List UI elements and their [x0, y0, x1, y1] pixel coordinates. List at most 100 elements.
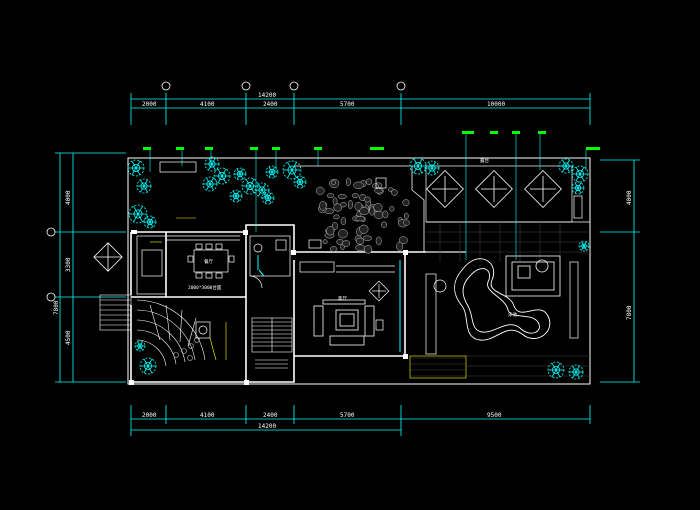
garden-pebble	[332, 197, 338, 206]
tree-branch	[239, 168, 244, 175]
garden-pebble	[331, 180, 336, 185]
left-dim-seg-1: 4000	[65, 190, 72, 205]
garden-pebble	[333, 214, 340, 220]
tree-branch	[562, 159, 567, 167]
tree-branch	[572, 365, 577, 373]
tree-branch	[287, 169, 293, 178]
tree-branch	[236, 168, 241, 175]
tree-branch	[147, 365, 153, 374]
tree-branch	[261, 183, 266, 191]
tree-branch	[291, 169, 297, 178]
tree-branch	[551, 369, 557, 378]
garden-pebble	[355, 244, 366, 251]
tree-branch	[555, 369, 561, 378]
tree-branch	[143, 358, 149, 367]
annotation-leaders	[149, 134, 587, 260]
bottom-total-dim: 14200	[258, 423, 276, 430]
tree-branch	[291, 162, 297, 171]
tree-branch	[221, 175, 227, 184]
garden-pebble	[345, 177, 351, 187]
garden-pebble	[373, 210, 384, 219]
top-dim-seg-3: 2400	[263, 101, 278, 108]
top-dim-seg-2: 4100	[200, 101, 215, 108]
garden-pebble	[396, 241, 403, 252]
tree-branch	[221, 168, 227, 177]
top-dimension-chain	[130, 93, 591, 125]
tree-branch	[565, 159, 570, 167]
garden-pebble	[331, 221, 338, 231]
living-room-bar	[299, 261, 395, 273]
right-dimension-chain	[600, 159, 640, 383]
tree-branch	[575, 166, 581, 175]
garden-pebble	[340, 202, 347, 208]
garden-pebble	[382, 210, 389, 219]
garden-pebble	[337, 194, 347, 200]
tree-branch	[135, 167, 141, 176]
tree-branch	[137, 206, 143, 215]
tree-branch	[572, 371, 577, 379]
tree-branch	[417, 158, 423, 167]
tree-branch	[232, 195, 237, 202]
tree-branch	[296, 181, 301, 188]
tree-branch	[577, 187, 582, 194]
garden-pebble	[365, 178, 373, 185]
left-dimension-chain	[55, 152, 126, 383]
garden-pebble	[330, 246, 338, 252]
tree-branch	[137, 341, 141, 347]
tree-branch	[268, 166, 273, 173]
tree-branch	[261, 189, 266, 197]
tree-branch	[579, 173, 585, 182]
garden-pebble	[353, 181, 364, 189]
tree-branch	[258, 189, 263, 197]
tree-branch	[139, 341, 143, 347]
stair-ramp	[255, 359, 288, 369]
garden-right-wall	[425, 261, 579, 355]
annotation-labels	[143, 131, 600, 150]
round-room	[136, 299, 206, 367]
garden-pebble	[315, 186, 325, 195]
tree-branch	[217, 175, 223, 184]
tree-branch	[147, 358, 153, 367]
tree-branch	[579, 166, 585, 175]
terrace-label: 露台	[480, 157, 489, 164]
kitchen-note: 2000*3000台面	[188, 284, 222, 291]
tree-branch	[268, 171, 273, 178]
garden-pebble	[359, 207, 370, 216]
pool-garden	[454, 258, 551, 341]
garden-pebble	[362, 235, 373, 241]
garden-pebble	[391, 189, 398, 196]
tree-branch	[217, 168, 223, 177]
tree-branch	[258, 183, 263, 191]
garden-pebble	[371, 183, 379, 189]
entry-steps	[99, 294, 132, 331]
dining-table-set	[187, 243, 235, 279]
kitchen-counter	[136, 235, 240, 295]
tree-branch	[574, 187, 579, 194]
bottom-dim-seg-2: 4100	[200, 412, 215, 419]
left-dim-seg-3: 4500	[65, 330, 72, 345]
tree-branch	[133, 213, 139, 222]
garden-pebble	[322, 239, 328, 245]
tree-branch	[555, 362, 561, 371]
tree-branch	[208, 163, 213, 171]
tree-branch	[583, 241, 587, 247]
garden-pebble	[403, 219, 410, 226]
tree-branch	[296, 176, 301, 183]
tree-branch	[235, 190, 240, 197]
tree-branch	[143, 179, 148, 187]
tree-branch	[575, 365, 580, 373]
garden-pebble	[319, 201, 327, 211]
tree-branch	[139, 345, 143, 351]
garden-pebble	[398, 236, 408, 245]
garden-pebble	[403, 212, 409, 220]
accent-cyan-marks	[257, 255, 401, 352]
tree-branch	[299, 176, 304, 183]
tree-branch	[209, 177, 214, 185]
living-lamp-table	[368, 280, 390, 331]
garden-pebble	[333, 203, 343, 212]
left-grid-markers	[46, 227, 56, 302]
tree-branch	[209, 183, 214, 191]
garden-pebble	[355, 237, 365, 245]
living-label: 客厅	[338, 295, 347, 302]
